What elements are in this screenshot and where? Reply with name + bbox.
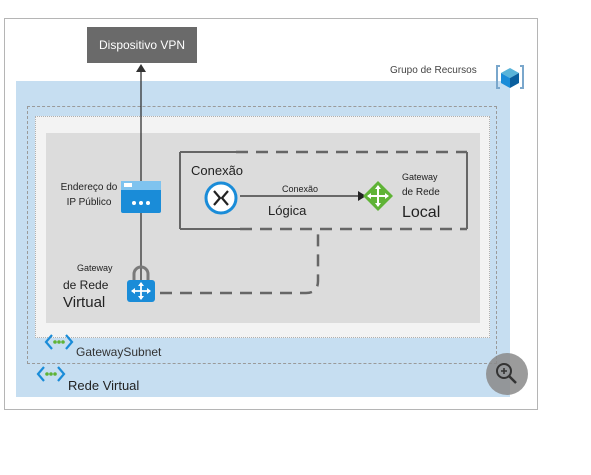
public-ip-icon — [121, 181, 161, 213]
local-gateway-label-line2: de Rede — [402, 187, 440, 198]
vnet-gateway-label-line1: Gateway — [77, 263, 113, 273]
resource-group-cube-icon — [496, 65, 524, 89]
public-ip-label-line2: IP Público — [66, 197, 112, 208]
virtual-network-gateway-icon — [127, 265, 155, 302]
local-network-gateway-icon — [363, 181, 393, 211]
virtual-network-label: Rede Virtual — [68, 378, 140, 393]
resource-group-label: Grupo de Recursos — [390, 65, 477, 76]
vnet-gateway-label-line2: de Rede — [63, 278, 109, 292]
subnet-icon — [44, 334, 74, 350]
virtual-network-icon — [36, 366, 66, 382]
logical-connection-label-top: Conexão — [282, 184, 319, 194]
gateway-subnet-border — [27, 106, 497, 364]
public-ip-label-line1: Endereço do — [60, 182, 118, 193]
local-gateway-label-line3: Local — [402, 204, 441, 221]
connection-icon — [204, 181, 238, 215]
zoom-in-icon[interactable] — [485, 352, 529, 396]
gateway-subnet-label: GatewaySubnet — [76, 345, 162, 359]
local-gateway-label-line1: Gateway — [402, 172, 438, 182]
logical-connection-arrowhead — [358, 191, 366, 201]
logical-connection-label-bottom: Lógica — [268, 203, 307, 218]
vnet-gateway-label-line3: Virtual — [63, 294, 106, 311]
connection-box-outline — [180, 152, 467, 229]
connection-label: Conexão — [191, 163, 244, 178]
vpn-link-arrowhead — [136, 64, 146, 72]
vpn-device-label: Dispositivo VPN — [98, 38, 186, 52]
vpn-device-box: Dispositivo VPN — [87, 27, 197, 63]
gateway-dashed-path — [160, 230, 320, 295]
